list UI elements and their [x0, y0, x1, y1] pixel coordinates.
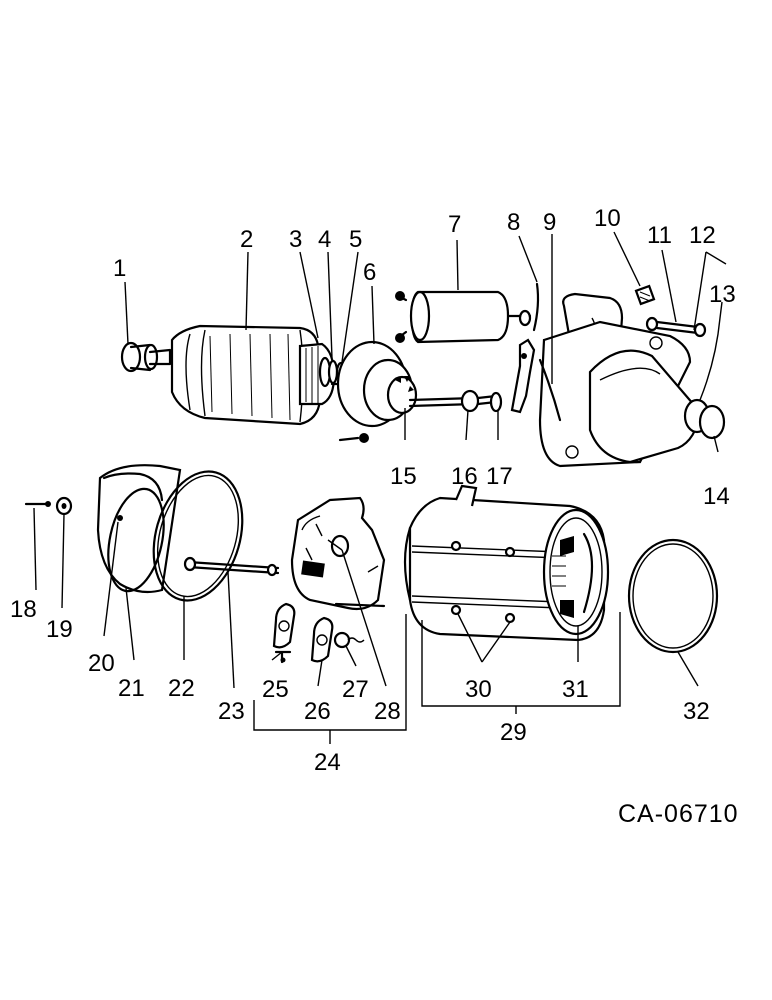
callout-7: 7 — [448, 211, 461, 238]
part-6-end-plate — [336, 340, 418, 443]
callout-18: 18 — [10, 596, 37, 623]
callout-28: 28 — [374, 698, 401, 725]
callout-9: 9 — [543, 209, 556, 236]
part-23-through-bolt — [183, 556, 280, 577]
callout-27: 27 — [342, 676, 369, 703]
part-21-end-cover — [96, 464, 182, 594]
callout-23: 23 — [218, 698, 245, 725]
callout-12: 12 — [689, 222, 716, 249]
part-18-screw — [24, 501, 51, 507]
callout-3: 3 — [289, 226, 302, 253]
callout-21: 21 — [118, 675, 145, 702]
callout-1: 1 — [113, 255, 126, 282]
part-1-bushing — [120, 341, 159, 373]
figure-reference-code: CA-06710 — [618, 800, 739, 828]
callout-29: 29 — [500, 719, 527, 746]
part-29-field-frame — [403, 484, 610, 642]
part-22-o-ring — [152, 470, 244, 602]
part-19-washer — [55, 496, 73, 516]
callout-15: 15 — [390, 463, 417, 490]
part-27-spring — [333, 631, 365, 649]
part-28-brush-holder — [290, 496, 386, 611]
callout-20: 20 — [88, 650, 115, 677]
part-26-brush-clip — [310, 616, 334, 663]
callout-19: 19 — [46, 616, 73, 643]
part-12-drive-housing — [538, 292, 702, 468]
part-17-washer — [489, 391, 503, 413]
part-15-drive-shaft — [408, 389, 498, 413]
part-8-shift-lever — [510, 282, 540, 414]
callout-30: 30 — [465, 676, 492, 703]
callout-16: 16 — [451, 463, 478, 490]
part-11-bolt — [645, 316, 707, 338]
callout-13: 13 — [709, 281, 736, 308]
part-14-nose-bushing — [683, 398, 726, 440]
callout-22: 22 — [168, 675, 195, 702]
part-30-pole-screws — [450, 540, 516, 624]
callout-2: 2 — [240, 226, 253, 253]
callout-14: 14 — [703, 483, 730, 510]
part-7-solenoid — [395, 290, 532, 344]
callout-17: 17 — [486, 463, 513, 490]
leader-lines — [33, 231, 727, 744]
callout-5: 5 — [349, 226, 362, 253]
callout-24: 24 — [314, 749, 341, 776]
callout-32: 32 — [683, 698, 710, 725]
callout-11: 11 — [647, 222, 672, 249]
callout-31: 31 — [562, 676, 589, 703]
callout-4: 4 — [318, 226, 331, 253]
callout-8: 8 — [507, 209, 520, 236]
part-2-armature — [148, 324, 352, 426]
part-25-brush-clip — [272, 602, 296, 664]
callout-labels: 1 2 3 4 5 6 7 8 9 10 11 12 13 14 15 16 1… — [10, 205, 736, 776]
callout-25: 25 — [262, 676, 289, 703]
callout-6: 6 — [363, 259, 376, 286]
callout-10: 10 — [594, 205, 621, 232]
callout-26: 26 — [304, 698, 331, 725]
part-32-o-ring — [627, 538, 719, 654]
part-10-nut — [634, 284, 656, 306]
